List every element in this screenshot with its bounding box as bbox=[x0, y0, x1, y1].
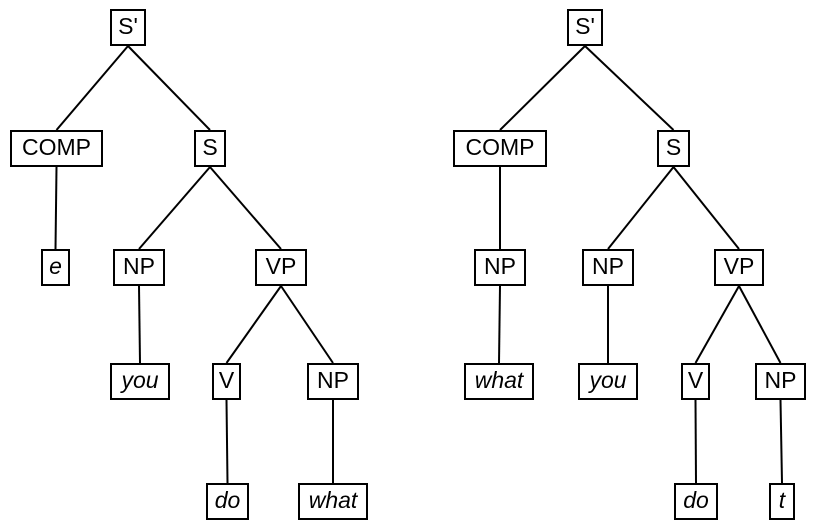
tree-branch-l-s-to-l-np1 bbox=[138, 166, 211, 250]
tree-node-label: S' bbox=[118, 13, 138, 39]
tree-node-r-np0: NP bbox=[474, 249, 526, 286]
tree-node-label: do bbox=[214, 487, 241, 513]
tree-node-r-comp: COMP bbox=[453, 130, 547, 167]
tree-branch-r-np0-to-r-what bbox=[498, 285, 501, 364]
tree-node-label: what bbox=[308, 487, 358, 513]
tree-branch-l-vp-to-l-v bbox=[225, 285, 282, 364]
tree-branch-l-sbar-to-l-s bbox=[127, 45, 211, 131]
tree-node-label: COMP bbox=[465, 134, 535, 160]
tree-node-label: NP bbox=[592, 253, 624, 279]
tree-node-label: VP bbox=[723, 253, 755, 279]
tree-node-label: you bbox=[589, 367, 627, 393]
tree-node-label: NP bbox=[484, 253, 516, 279]
tree-branch-l-sbar-to-l-comp bbox=[55, 45, 129, 131]
tree-node-r-s: S bbox=[657, 130, 690, 167]
tree-node-r-vp: VP bbox=[714, 249, 764, 286]
tree-node-label: S' bbox=[575, 13, 595, 39]
tree-branch-l-vp-to-l-np2 bbox=[280, 285, 334, 364]
tree-node-label: COMP bbox=[22, 134, 91, 160]
tree-node-label: V bbox=[218, 367, 235, 393]
tree-branch-r-np2-to-r-t bbox=[779, 399, 783, 484]
tree-node-r-np1: NP bbox=[582, 249, 634, 286]
tree-node-l-you: you bbox=[110, 363, 170, 400]
tree-node-r-you: you bbox=[578, 363, 638, 400]
tree-node-l-e: e bbox=[41, 249, 70, 286]
tree-node-l-s: S bbox=[194, 130, 226, 167]
tree-node-label: what bbox=[474, 367, 524, 393]
tree-node-label: you bbox=[121, 367, 159, 393]
tree-node-label: V bbox=[687, 367, 704, 393]
tree-node-r-do: do bbox=[674, 483, 718, 520]
tree-branch-l-s-to-l-vp bbox=[209, 166, 282, 250]
tree-node-label: do bbox=[683, 487, 709, 513]
tree-node-label: S bbox=[665, 134, 682, 160]
tree-branch-l-comp-to-l-e bbox=[54, 166, 58, 250]
tree-branch-r-sbar-to-r-comp bbox=[499, 45, 586, 131]
tree-node-r-what: what bbox=[464, 363, 534, 400]
tree-node-label: S bbox=[202, 134, 218, 160]
tree-node-label: NP bbox=[123, 253, 155, 279]
tree-node-label: VP bbox=[265, 253, 297, 279]
tree-node-l-what: what bbox=[298, 483, 368, 520]
tree-node-r-np2: NP bbox=[755, 363, 806, 400]
tree-node-r-sbar: S' bbox=[567, 9, 603, 46]
tree-node-l-comp: COMP bbox=[10, 130, 103, 167]
tree-branch-r-vp-to-r-v bbox=[694, 285, 740, 364]
tree-branch-r-s-to-r-vp bbox=[672, 166, 740, 250]
tree-node-l-sbar: S' bbox=[110, 9, 146, 46]
tree-node-label: NP bbox=[764, 367, 797, 393]
tree-node-l-np1: NP bbox=[113, 249, 165, 286]
tree-node-r-v: V bbox=[681, 363, 710, 400]
tree-node-r-t: t bbox=[769, 483, 795, 520]
tree-node-l-np2: NP bbox=[307, 363, 359, 400]
tree-branch-l-v-to-l-do bbox=[225, 399, 229, 484]
tree-node-l-do: do bbox=[206, 483, 249, 520]
tree-node-label: t bbox=[778, 487, 786, 513]
tree-branch-l-np1-to-l-you bbox=[138, 285, 141, 364]
tree-node-l-v: V bbox=[212, 363, 241, 400]
tree-node-l-vp: VP bbox=[255, 249, 307, 286]
tree-branch-r-s-to-r-np1 bbox=[607, 166, 675, 250]
tree-branch-r-sbar-to-r-s bbox=[584, 45, 675, 131]
tree-branch-r-v-to-r-do bbox=[694, 399, 697, 484]
tree-node-label: e bbox=[49, 253, 62, 279]
tree-node-label: NP bbox=[317, 367, 349, 393]
tree-branch-r-vp-to-r-np2 bbox=[738, 285, 782, 364]
